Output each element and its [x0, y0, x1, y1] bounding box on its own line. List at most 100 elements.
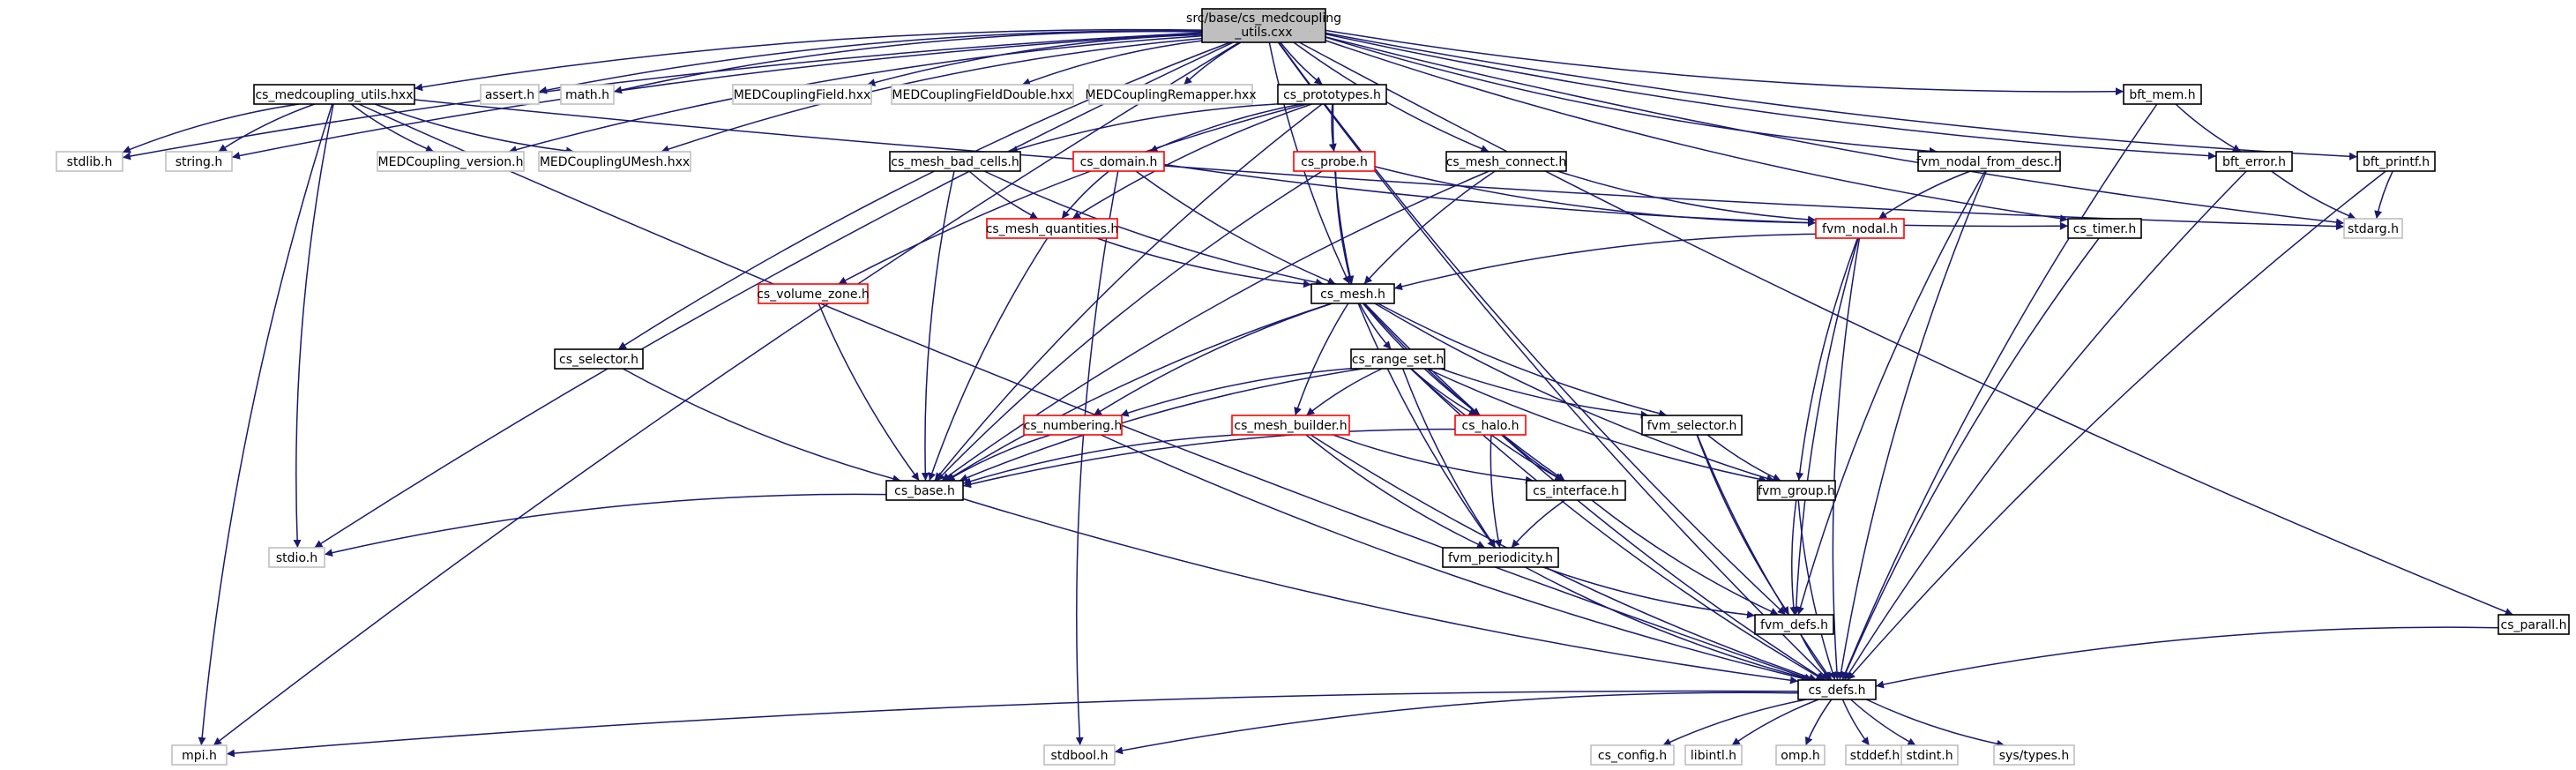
file-node-cs-prototypes-h[interactable]: cs_prototypes.h — [1277, 84, 1387, 105]
edge-bft_mem_h-to-bft_error_h — [2175, 103, 2242, 153]
file-node-label: fvm_defs.h — [1760, 618, 1828, 632]
file-node-label: cs_interface.h — [1533, 484, 1619, 498]
edge-cs_range_set_h-to-cs_base_h — [959, 368, 1363, 482]
edge-root-to-stdio_h — [314, 41, 1234, 549]
edge-cs_medcoupling_utils_hxx-to-string_h — [218, 103, 316, 153]
edge-root-to-stdlib_h — [122, 32, 1203, 161]
edge-fvm_nodal_h-to-fvm_group_h — [1796, 237, 1859, 482]
file-node-label: bft_error.h — [2222, 155, 2286, 169]
edge-cs_prototypes_h-to-cs_mesh_quantities_h — [1071, 103, 1312, 220]
dependency-edges — [122, 28, 2513, 758]
file-node-cs-selector-h[interactable]: cs_selector.h — [554, 348, 644, 370]
edge-root-to-mpi_h — [213, 41, 1240, 746]
edge-cs_volume_zone_h-to-cs_base_h — [818, 303, 920, 482]
edge-cs_base_h-to-cs_defs_h — [962, 497, 1799, 684]
file-node-label: cs_prototypes.h — [1283, 88, 1381, 102]
file-node-label: math.h — [565, 88, 609, 102]
file-node-cs-domain-h[interactable]: cs_domain.h — [1072, 151, 1165, 172]
file-node-bft-error-h[interactable]: bft_error.h — [2215, 151, 2293, 172]
edge-cs_mesh_builder_h-to-cs_base_h — [962, 434, 1236, 485]
file-node-label: cs_config.h — [1598, 749, 1667, 763]
file-node-fvm-defs-h[interactable]: fvm_defs.h — [1754, 614, 1834, 635]
edge-root-to-cs_timer_h — [1325, 40, 2069, 223]
file-node-cs-defs-h[interactable]: cs_defs.h — [1797, 679, 1877, 700]
edge-cs_mesh_h-to-fvm_selector_h — [1378, 303, 1668, 418]
root-file-node: src/base/cs_medcoupling_utils.cxx — [1186, 8, 1341, 43]
edge-cs_probe_h-to-cs_mesh_h — [1334, 170, 1354, 285]
edge-cs_probe_h-to-fvm_nodal_h — [1374, 166, 1817, 228]
edge-cs_mesh_connect_h-to-fvm_nodal_h — [1557, 170, 1817, 224]
edge-cs_interface_h-to-fvm_periodicity_h — [1511, 499, 1566, 549]
file-node-label: cs_probe.h — [1301, 155, 1368, 169]
file-node-bft-printf-h[interactable]: bft_printf.h — [2356, 151, 2436, 172]
edge-cs_mesh_h-to-cs_mesh_builder_h — [1294, 303, 1349, 416]
file-node-cs-parall-h[interactable]: cs_parall.h — [2498, 614, 2570, 635]
file-node-label: fvm_nodal_from_desc.h — [1916, 155, 2062, 169]
file-node-cs-base-h[interactable]: cs_base.h — [885, 480, 964, 501]
edge-cs_timer_h-to-cs_defs_h — [1841, 237, 2100, 681]
file-node-cs-timer-h[interactable]: cs_timer.h — [2067, 218, 2142, 239]
file-node-omp-h: omp.h — [1775, 744, 1826, 766]
edge-cs_mesh_h-to-cs_range_set_h — [1358, 303, 1392, 350]
edge-cs_base_h-to-stdio_h — [324, 493, 887, 557]
file-node-label: fvm_periodicity.h — [1448, 551, 1553, 565]
file-node-cs-halo-h[interactable]: cs_halo.h — [1454, 415, 1527, 436]
file-node-label: MEDCouplingUMesh.hxx — [540, 155, 690, 169]
file-node-cs-probe-h[interactable]: cs_probe.h — [1293, 151, 1376, 172]
edge-root-to-cs_medcoupling_utils_hxx — [414, 28, 1203, 92]
edge-root-to-MEDCouplingFieldDouble_hxx — [1021, 40, 1203, 86]
file-node-fvm-periodicity-h[interactable]: fvm_periodicity.h — [1442, 547, 1559, 568]
file-node-fvm-nodal-h[interactable]: fvm_nodal.h — [1815, 218, 1905, 239]
edge-cs_selector_h-to-cs_base_h — [622, 368, 901, 482]
file-node-label: mpi.h — [182, 749, 217, 763]
file-node-sys-types-h: sys/types.h — [1993, 744, 2075, 766]
edge-root-to-MEDCoupling_version_h — [508, 34, 1203, 153]
file-node-MEDCouplingUMesh-hxx: MEDCouplingUMesh.hxx — [538, 151, 691, 172]
file-node-cs-range-set-h[interactable]: cs_range_set.h — [1350, 348, 1445, 370]
edge-fvm_group_h-to-fvm_defs_h — [1789, 499, 1798, 616]
file-node-label: cs_domain.h — [1080, 155, 1158, 169]
file-node-cs-medcoupling-utils-hxx[interactable]: cs_medcoupling_utils.hxx — [253, 84, 415, 105]
edge-cs_range_set_h-to-cs_mesh_builder_h — [1305, 368, 1383, 416]
edge-cs_defs_h-to-mpi_h — [226, 690, 1799, 758]
file-node-cs-mesh-bad-cells-h[interactable]: cs_mesh_bad_cells.h — [889, 151, 1021, 172]
edge-cs_domain_h-to-cs_mesh_quantities_h — [1061, 170, 1110, 220]
edge-cs_mesh_builder_h-to-cs_defs_h — [1310, 434, 1818, 682]
edge-root-to-bft_mem_h — [1325, 29, 2124, 96]
file-node-label: stdlib.h — [67, 155, 113, 169]
edge-root-to-bft_error_h — [1325, 33, 2217, 161]
edge-cs_domain_h-to-cs_mesh_h — [1135, 170, 1336, 285]
edge-cs_mesh_bad_cells_h-to-cs_mesh_h — [983, 170, 1325, 287]
edge-fvm_periodicity_h-to-cs_defs_h — [1525, 566, 1813, 683]
file-node-cs-interface-h[interactable]: cs_interface.h — [1526, 480, 1626, 501]
file-node-cs-mesh-connect-h[interactable]: cs_mesh_connect.h — [1445, 151, 1567, 172]
edge-root-to-stdarg_h — [1325, 36, 2345, 227]
file-node-fvm-selector-h[interactable]: fvm_selector.h — [1641, 415, 1743, 436]
edge-cs_mesh_h-to-cs_interface_h — [1363, 303, 1565, 482]
file-node-fvm-nodal-from-desc-h[interactable]: fvm_nodal_from_desc.h — [1916, 151, 2062, 172]
edge-cs_range_set_h-to-fvm_selector_h — [1440, 368, 1649, 419]
edge-fvm_nodal_from_desc_h-to-fvm_defs_h — [1796, 170, 1986, 616]
edge-cs_prototypes_h-to-cs_base_h — [934, 103, 1323, 482]
file-node-cs-volume-zone-h[interactable]: cs_volume_zone.h — [757, 283, 870, 304]
file-node-fvm-group-h[interactable]: fvm_group.h — [1757, 480, 1836, 501]
edge-cs_probe_h-to-cs_base_h — [936, 170, 1323, 482]
file-node-label: cs_medcoupling_utils.hxx — [255, 88, 413, 102]
edge-bft_printf_h-to-stdarg_h — [2374, 170, 2393, 220]
file-node-cs-mesh-quantities-h[interactable]: cs_mesh_quantities.h — [986, 218, 1119, 239]
file-node-label: stdbool.h — [1051, 749, 1109, 763]
file-node-label: cs_mesh_quantities.h — [986, 222, 1119, 236]
file-node-cs-mesh-builder-h[interactable]: cs_mesh_builder.h — [1231, 415, 1350, 436]
file-node-label: cs_numbering.h — [1024, 419, 1123, 433]
file-node-cs-mesh-h[interactable]: cs_mesh.h — [1310, 283, 1395, 304]
edge-cs_parall_h-to-cs_defs_h — [1875, 626, 2499, 689]
file-node-label: fvm_selector.h — [1647, 419, 1737, 433]
edge-root-to-string_h — [231, 33, 1203, 160]
edge-cs_halo_h-to-fvm_periodicity_h — [1490, 434, 1503, 549]
file-node-label: libintl.h — [1691, 749, 1736, 763]
edge-root-to-cs_parall_h — [1298, 41, 2513, 616]
edge-cs_medcoupling_utils_hxx-to-MEDCouplingUMesh_hxx — [374, 103, 575, 155]
file-node-cs-numbering-h[interactable]: cs_numbering.h — [1023, 415, 1123, 436]
file-node-bft-mem-h[interactable]: bft_mem.h — [2123, 84, 2202, 105]
